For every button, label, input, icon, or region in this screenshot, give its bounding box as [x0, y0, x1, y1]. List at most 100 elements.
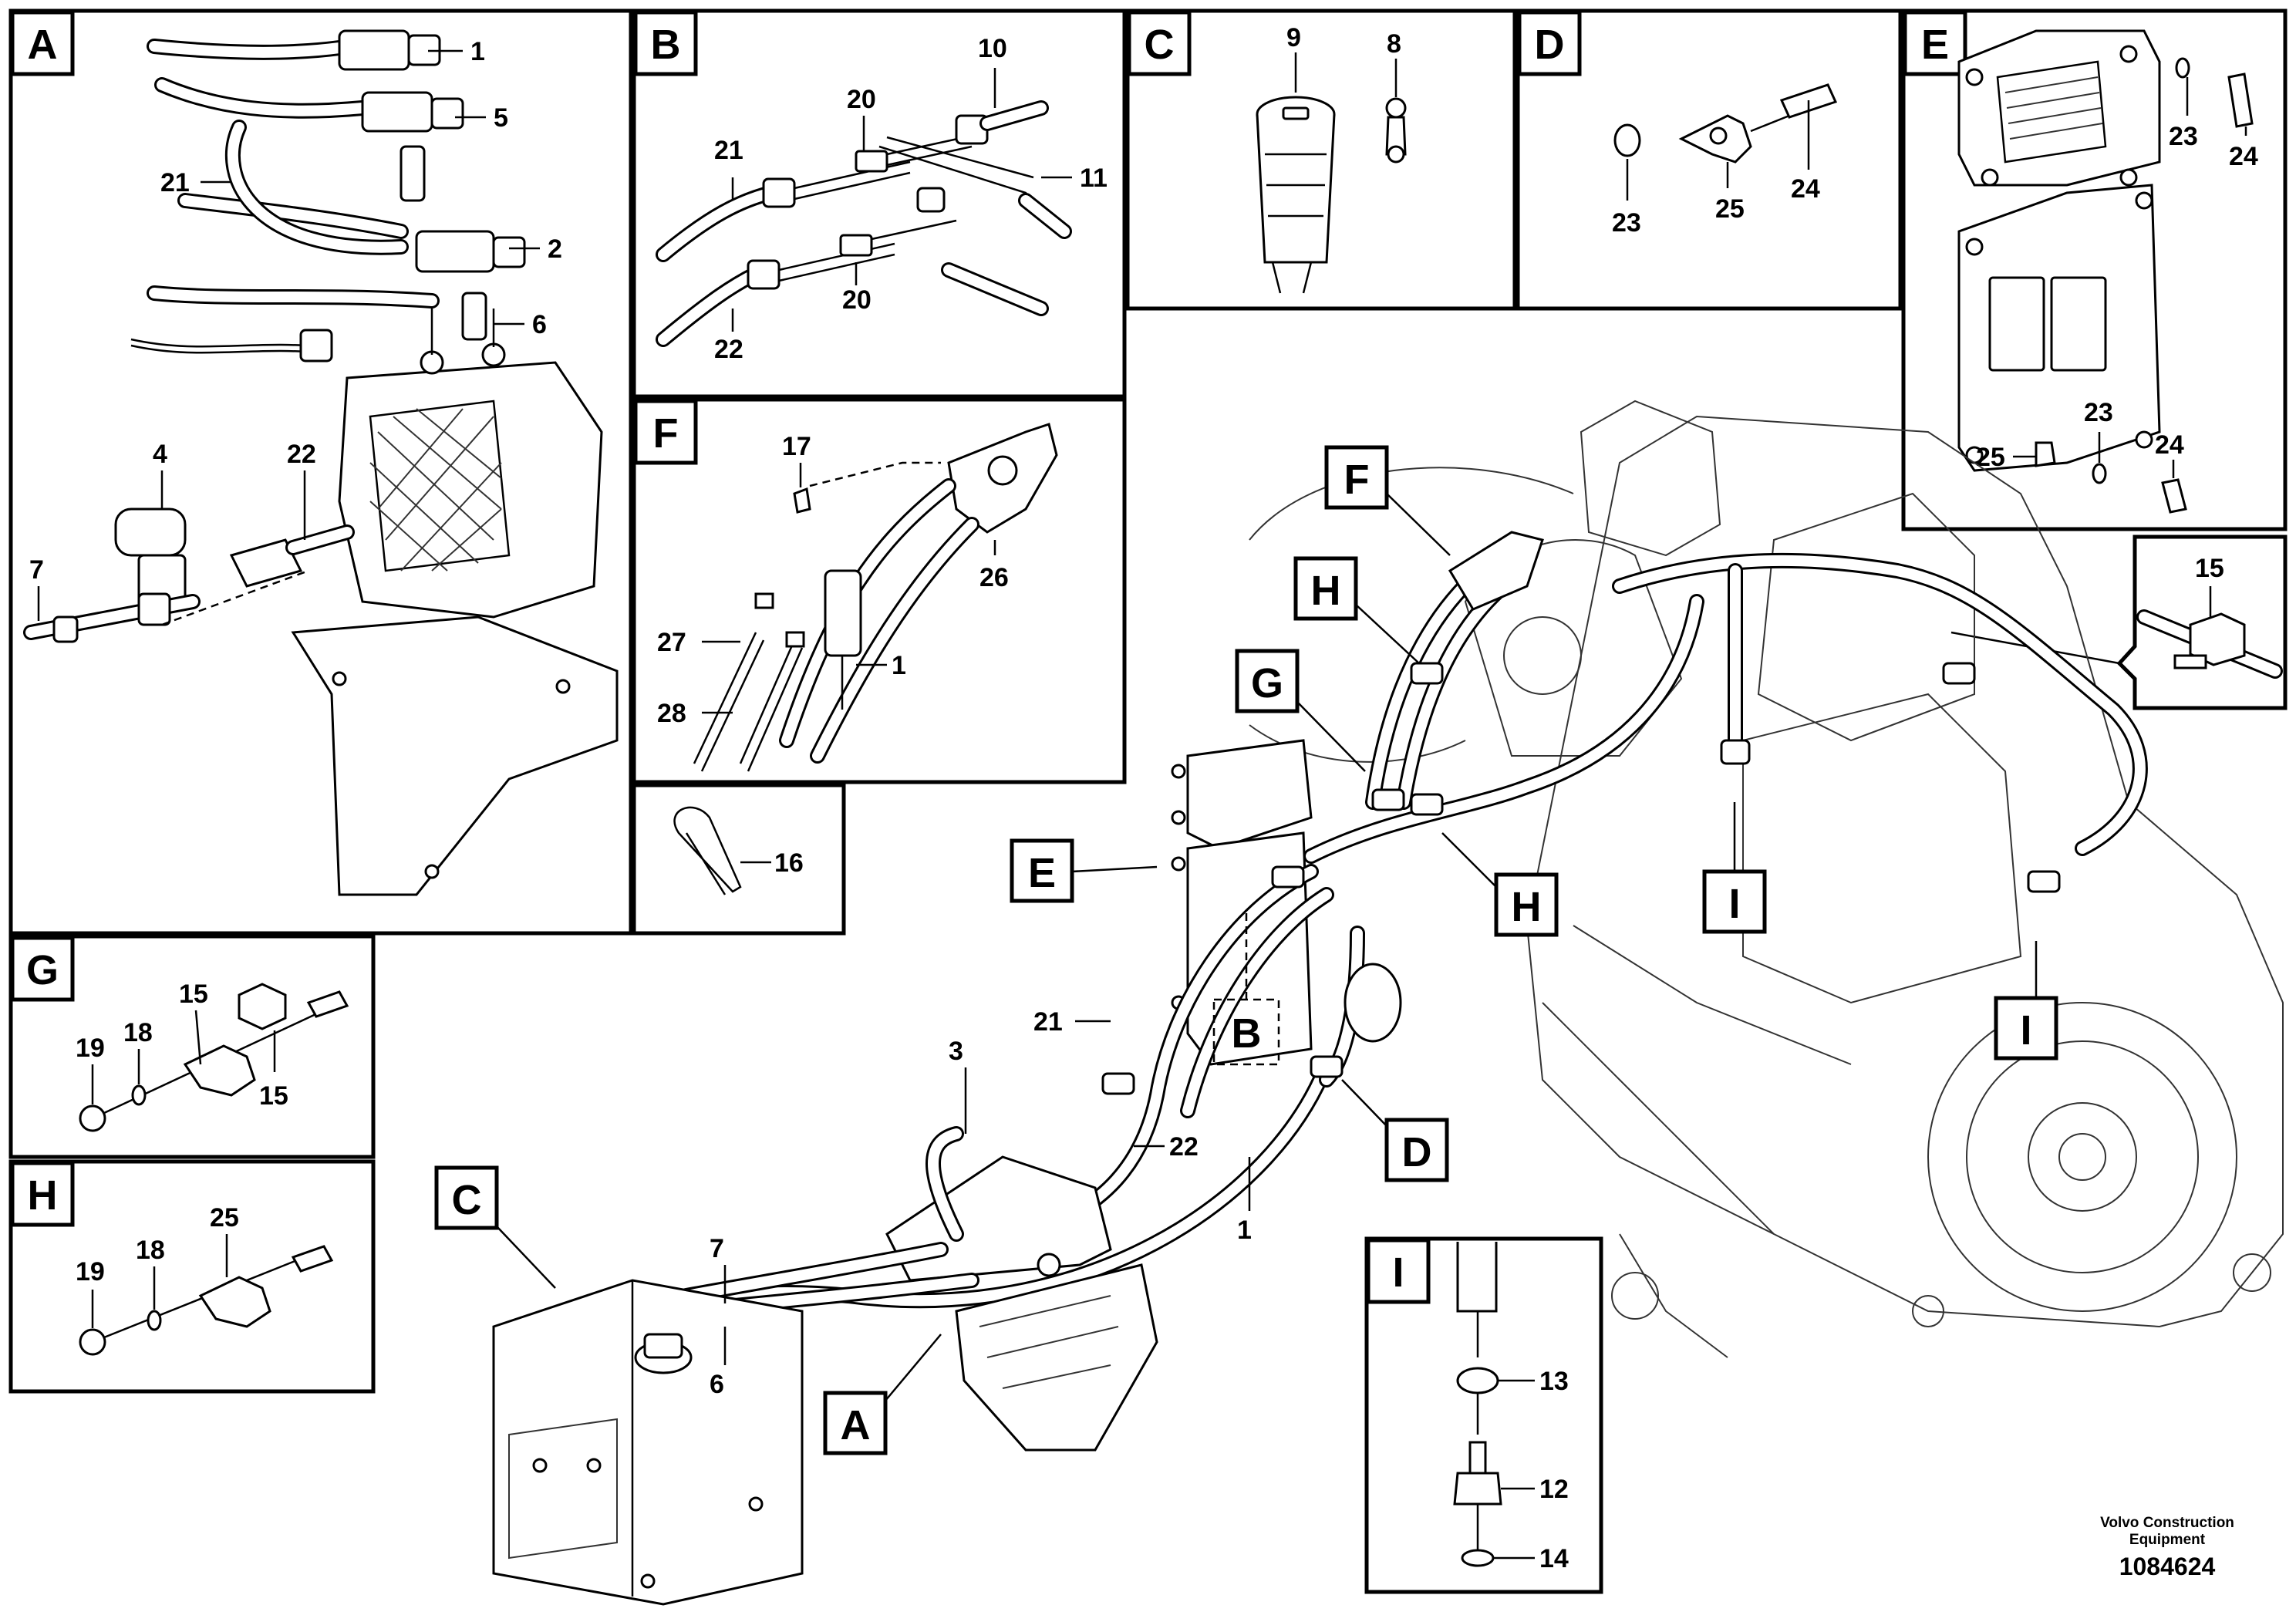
tag-main-f: F [1324, 445, 1451, 556]
svg-text:15: 15 [2195, 554, 2224, 583]
svg-text:7: 7 [29, 555, 44, 585]
inset-clamp-artwork [2136, 609, 2283, 679]
panel-g-frame [8, 934, 376, 1159]
svg-text:28: 28 [657, 699, 686, 728]
panel-h-frame [8, 1159, 376, 1394]
panel-c-artwork [1256, 96, 1407, 294]
svg-text:9: 9 [1286, 23, 1301, 52]
tag-main-b: B [1212, 910, 1280, 1066]
svg-text:21: 21 [1033, 1007, 1063, 1037]
svg-text:25: 25 [210, 1203, 239, 1233]
panel-b-frame [632, 8, 1127, 399]
svg-text:20: 20 [847, 85, 876, 114]
panel-a-callouts: 1 5 21 2 6 4 22 7 [29, 37, 562, 621]
tag-main-i-center: I [1702, 802, 1767, 934]
svg-text:8: 8 [1387, 29, 1401, 59]
panel-g-tag: G [10, 936, 75, 1002]
tag-main-g: G [1235, 649, 1366, 772]
svg-text:F: F [653, 410, 679, 457]
svg-text:D: D [1402, 1129, 1432, 1175]
panel-f-frame [632, 397, 1127, 784]
panel-h-callouts: 19 18 25 [76, 1203, 239, 1328]
panel-c-callouts: 9 8 [1286, 23, 1401, 97]
panel-i-callouts: 13 12 14 [1493, 1367, 1569, 1573]
svg-text:G: G [1251, 660, 1283, 706]
svg-text:21: 21 [160, 168, 190, 197]
misc-callouts: 16 [740, 848, 804, 878]
engine-artwork [1171, 400, 2284, 1358]
svg-text:18: 18 [136, 1236, 165, 1265]
svg-text:I: I [1728, 881, 1740, 927]
svg-text:E: E [1028, 850, 1056, 896]
main-hoses [640, 531, 2148, 1319]
tag-main-c: C [434, 1165, 556, 1289]
cable-tie-artwork [673, 806, 742, 895]
svg-text:3: 3 [949, 1037, 963, 1066]
svg-text:H: H [1311, 568, 1341, 614]
svg-text:17: 17 [782, 432, 811, 461]
svg-text:10: 10 [978, 34, 1007, 63]
svg-text:1: 1 [1237, 1216, 1252, 1245]
svg-text:A: A [841, 1402, 871, 1448]
footer-brand: Volvo Construction Equipment 1084624 [2100, 1515, 2234, 1580]
inset-15-frame [2116, 534, 2288, 710]
panel-f-tag: F [633, 399, 698, 465]
svg-text:23: 23 [1612, 208, 1641, 238]
svg-text:C: C [452, 1177, 482, 1223]
svg-text:19: 19 [76, 1257, 105, 1286]
tag-main-a: A [823, 1334, 942, 1455]
svg-text:24: 24 [1791, 174, 1820, 204]
svg-text:21: 21 [714, 136, 743, 165]
svg-text:I: I [2020, 1007, 2031, 1054]
panel-i-tag: I [1366, 1238, 1431, 1304]
tag-main-h-lower: H [1441, 832, 1559, 937]
panel-d-artwork [1613, 83, 1838, 164]
svg-text:25: 25 [1715, 194, 1745, 224]
svg-text:24: 24 [2155, 430, 2184, 460]
svg-text:22: 22 [287, 440, 316, 469]
panel-e-artwork [1957, 29, 2254, 514]
panel-h-tag: H [10, 1161, 75, 1227]
svg-text:20: 20 [842, 285, 872, 315]
panel-c-tag: C [1127, 10, 1192, 76]
svg-text:A: A [28, 22, 58, 68]
panel-i-frame [1364, 1236, 1603, 1594]
svg-text:14: 14 [1539, 1544, 1569, 1573]
svg-text:5: 5 [494, 103, 508, 133]
svg-text:2: 2 [548, 234, 562, 264]
panel-g-callouts: 19 18 15 15 [76, 980, 288, 1111]
svg-text:D: D [1535, 22, 1565, 68]
panel-a-tag: A [10, 10, 75, 76]
panel-d-tag: D [1517, 10, 1582, 76]
svg-text:27: 27 [657, 628, 686, 657]
panel-h-artwork [79, 1245, 334, 1356]
svg-text:B: B [1232, 1010, 1262, 1057]
svg-text:22: 22 [1169, 1132, 1199, 1162]
svg-text:26: 26 [979, 563, 1009, 592]
svg-text:1: 1 [470, 37, 485, 66]
pump-and-tank [492, 1126, 1158, 1606]
svg-text:F: F [1344, 457, 1370, 503]
svg-text:I: I [1392, 1249, 1404, 1296]
svg-text:H: H [28, 1172, 58, 1219]
svg-text:G: G [26, 947, 59, 993]
panel-a-artwork [23, 29, 619, 896]
panel-f-artwork [693, 423, 1058, 772]
svg-text:6: 6 [710, 1370, 724, 1399]
panel-b-callouts: 10 20 21 11 20 22 [714, 34, 1108, 364]
svg-text:12: 12 [1539, 1475, 1569, 1504]
panel-e-tag: E [1903, 10, 1967, 76]
svg-text:7: 7 [710, 1234, 724, 1263]
svg-text:E: E [1921, 22, 1949, 68]
main-callouts: 21 3 22 1 7 6 [710, 1007, 1252, 1399]
panel-b-artwork [656, 100, 1072, 347]
svg-text:18: 18 [123, 1018, 153, 1047]
svg-text:H: H [1512, 884, 1542, 930]
tag-main-h-upper: H [1293, 556, 1420, 664]
drawing-number: 1084624 [2119, 1553, 2216, 1580]
panel-misc-frame [632, 783, 846, 936]
panel-b-tag: B [633, 10, 698, 76]
svg-text:15: 15 [179, 980, 208, 1009]
svg-text:11: 11 [1080, 164, 1108, 193]
